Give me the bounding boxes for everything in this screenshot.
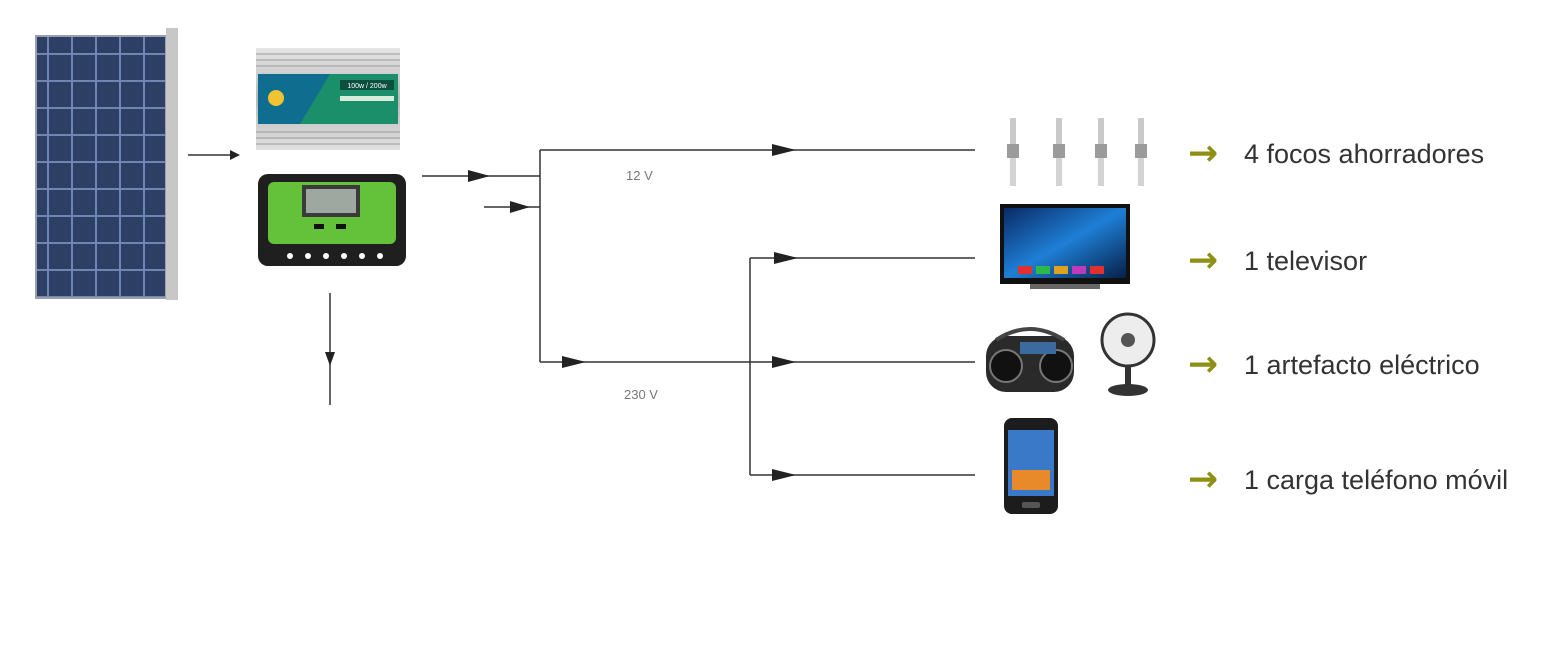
load-row-appliance: → 1 artefacto eléctrico [1188,345,1480,385]
panel-to-controller-arrow [188,150,240,160]
load-label-phone: 1 carga teléfono móvil [1244,464,1509,495]
load-label-appliance: 1 artefacto eléctrico [1244,349,1480,380]
battery-output-arrow [325,293,335,405]
load-row-bulbs: → 4 focos ahorradores [1188,134,1484,174]
load-row-phone: → 1 carga teléfono móvil [1188,460,1508,500]
arrow-right-icon: → [1188,240,1219,281]
wiring [422,149,975,476]
dc-voltage-label: 12 V [626,168,653,183]
radio-fan-icon [986,312,1156,396]
solar-panel-icon [35,28,178,300]
arrow-right-icon: → [1188,344,1219,385]
ac-voltage-label: 230 V [624,387,658,402]
load-label-tv: 1 televisor [1244,245,1368,276]
light-bulbs-icon [1007,118,1147,186]
arrow-right-icon: → [1188,459,1219,500]
arrow-right-icon: → [1188,133,1219,174]
charge-controller-icon [258,174,406,266]
mobile-phone-icon [1004,418,1058,514]
inverter-icon: 100w / 200w [256,48,400,150]
load-row-tv: → 1 televisor [1188,241,1367,281]
television-icon [1000,204,1130,289]
wire-arrowheads [468,144,798,481]
load-label-bulbs: 4 focos ahorradores [1244,138,1485,169]
inverter-label: 100w / 200w [347,83,387,90]
